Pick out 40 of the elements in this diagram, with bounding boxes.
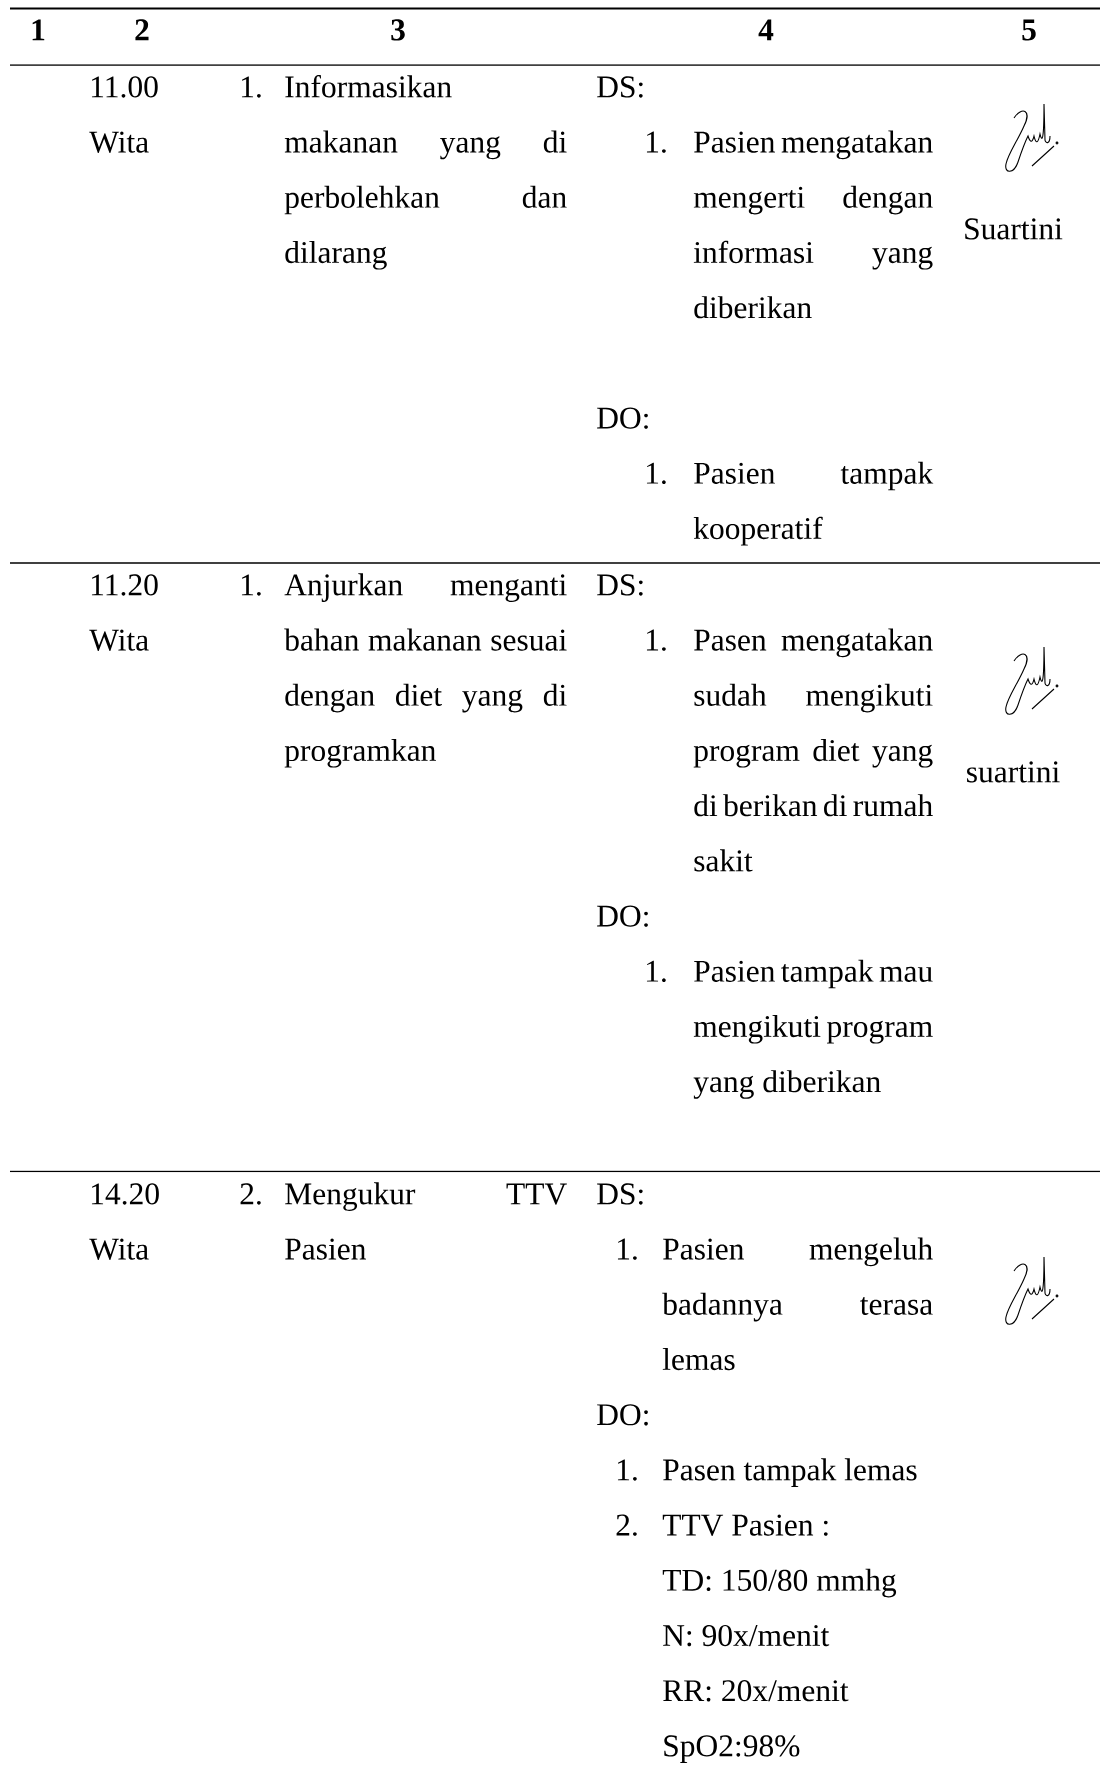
evaluation-text: Pasien mengatakan mengerti dengan informasi yang diberikan [693, 130, 933, 319]
section-label: DS: [597, 574, 643, 596]
time-text: 14.20 Wita [89, 1183, 159, 1260]
column-header: 3 [391, 19, 405, 41]
vital-sign-text: TD: 150/80 mmhg [662, 1568, 897, 1598]
list-number: 1. [646, 629, 666, 651]
vital-sign-text: N: 90x/menit [663, 1624, 830, 1647]
list-number: 1. [241, 76, 261, 98]
evaluation-text: Pasen tampak lemas [663, 1458, 917, 1487]
action-text: Anjurkan menganti bahan makanan sesuai dengan diet yang di programkan [284, 573, 567, 768]
action-text: Mengukur TTV Pasien [285, 1182, 567, 1260]
column-header: 2 [135, 19, 149, 41]
evaluation-text: Pasien tampak mau mengikuti program yang diberikan [693, 959, 933, 1099]
column-header: 1 [32, 19, 45, 41]
list-number: 1. [646, 960, 666, 983]
list-number: 1. [617, 1238, 637, 1260]
section-label: DO: [597, 905, 648, 927]
time-text: 11.00 Wita [89, 76, 158, 153]
signer-name: suartini [967, 761, 1060, 783]
evaluation-text: Pasen mengatakan sudah mengikuti program diet yang di berikan di rumah sakit [693, 628, 933, 872]
evaluation-text: Pasien tampak kooperatif [693, 461, 934, 546]
list-number: 2. [616, 1514, 637, 1536]
list-number: 2. [240, 1183, 261, 1205]
section-label: DS: [597, 1183, 643, 1205]
list-number: 1. [241, 574, 261, 596]
vital-sign-text: SpO2:98% [664, 1735, 800, 1763]
vital-sign-text: RR: 20x/menit [663, 1680, 849, 1702]
section-label: DO: [597, 1404, 648, 1426]
section-label: DS: [597, 76, 643, 98]
list-number: 1. [617, 1459, 637, 1481]
action-text: Informasikan makanan yang di perbolehkan dan dilarang [284, 75, 567, 270]
signer-name: Suartini [965, 218, 1063, 240]
list-number: 1. [646, 462, 666, 485]
section-label: DO: [597, 407, 648, 429]
evaluation-text: TTV Pasien : [662, 1514, 828, 1536]
list-number: 1. [646, 131, 666, 153]
column-header: 4 [758, 19, 774, 41]
evaluation-text: Pasien mengeluh badannya terasa lemas [662, 1237, 933, 1371]
time-text: 11.20 Wita [89, 574, 158, 651]
column-header: 5 [1022, 19, 1036, 41]
